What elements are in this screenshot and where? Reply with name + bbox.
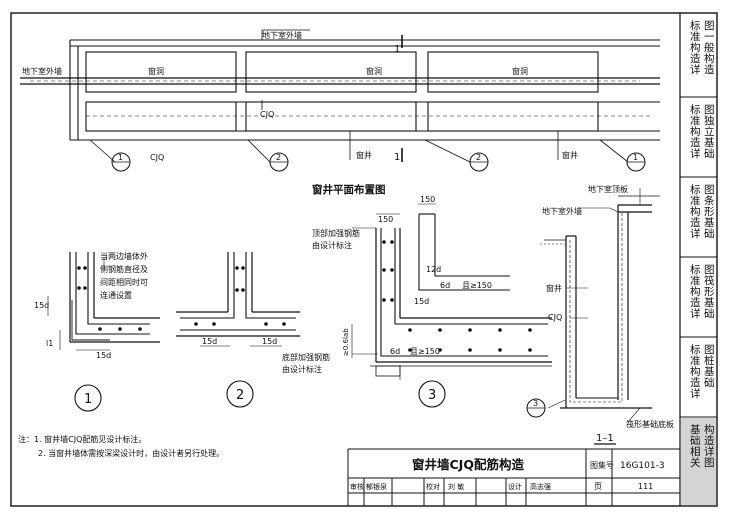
detail-2-drawing xyxy=(176,252,300,408)
section-1-1-drawing xyxy=(526,188,660,445)
plan-label-opening-1: 窗洞 xyxy=(148,66,164,76)
detail-3-top-rebar-1: 顶部加强钢筋 xyxy=(312,228,360,238)
design-name: 高志强 xyxy=(530,482,551,491)
detail-1-labels: 当两边墙体外 侧钢筋直径及 间距相同时可 连通设置 15d l1 15d 1 xyxy=(34,251,148,407)
detail-3-dim-6d-bottom: 6d xyxy=(390,347,400,356)
section-label-raft: 筏形基础底板 xyxy=(626,419,674,429)
detail-3-dim-ge150-top: 且≥150 xyxy=(462,281,492,290)
side-tab-3[interactable]: 标准构造详图条形基础 xyxy=(690,184,715,240)
callout-2a: 2 xyxy=(276,153,281,162)
detail-2-number: 2 xyxy=(236,388,244,403)
detail-3-top-rebar-2: 由设计标注 xyxy=(312,240,352,250)
plan-title: 窗井平面布置图 xyxy=(312,183,386,196)
detail-1-note-line-1: 当两边墙体外 xyxy=(100,251,148,261)
side-tab-1[interactable]: 标准构造详图一般构造 xyxy=(690,20,715,76)
drawing-title: 窗井墙CJQ配筋构造 xyxy=(412,457,524,472)
detail-3-dim-15d-top: 15d xyxy=(414,297,429,306)
detail-2-labels: 15d 15d 2 xyxy=(202,337,277,403)
atlas-number-label: 图集号 xyxy=(590,460,614,470)
detail-1-number: 1 xyxy=(84,392,92,407)
detail-1-note-line-4: 连通设置 xyxy=(100,290,132,300)
callout-1b: 1 xyxy=(633,153,638,162)
plan-label-opening-2: 窗洞 xyxy=(366,66,382,76)
note-line-2: 2. 当窗井墙体需按深梁设计时，由设计者另行处理。 xyxy=(38,449,225,458)
plan-label-cjq-1: CJQ xyxy=(260,110,274,119)
callout-1: 1 xyxy=(118,153,123,162)
detail-1-dots xyxy=(77,266,142,331)
detail-1-note-line-2: 侧钢筋直径及 xyxy=(100,264,148,274)
page-label: 页 xyxy=(594,482,602,491)
review-name: 郁银泉 xyxy=(366,482,387,491)
detail-1-dim-15d-horiz: 15d xyxy=(96,351,111,360)
detail-3-drawing xyxy=(351,203,552,408)
proofread-name: 刘 敏 xyxy=(448,482,464,491)
section-label-top-slab: 地下室顶板 xyxy=(588,184,628,194)
detail-2-dim-15d-left: 15d xyxy=(202,337,217,346)
section-mark-top: 1 xyxy=(394,44,400,55)
section-mark-bottom: 1 xyxy=(394,152,400,163)
section-label-window-well: 窗井 xyxy=(546,283,562,293)
section-1-1-labels: 地下室顶板 地下室外墙 窗井 CJQ 筏形基础底板 3 1–1 xyxy=(533,184,674,444)
title-block-frame xyxy=(347,448,680,506)
plan-label-outer-wall-top: 地下室外墙 xyxy=(262,30,302,40)
detail-2-dim-15d-right: 15d xyxy=(262,337,277,346)
side-tab-5[interactable]: 标准构造详图桩基础 xyxy=(690,344,715,400)
atlas-number: 16G101-3 xyxy=(620,461,665,471)
plan-label-cjq-2: CJQ xyxy=(150,153,164,162)
proofread-label: 校对 xyxy=(426,482,440,491)
side-tab-2[interactable]: 标准构造详图独立基础 xyxy=(690,104,715,160)
detail-3-bottom-rebar-1: 底部加强钢筋 xyxy=(282,352,330,362)
section-label-outer-wall: 地下室外墙 xyxy=(542,206,582,216)
detail-1-drawing xyxy=(47,252,160,412)
plan-label-window-well-2: 窗井 xyxy=(562,150,578,160)
detail-1-dim-15d-vert: 15d xyxy=(34,301,49,310)
title-block-text: 窗井墙CJQ配筋构造 图集号 16G101-3 审核 郁银泉 校对 刘 敏 设计… xyxy=(350,457,665,491)
side-tab-active-bg xyxy=(681,418,716,505)
detail-3-dim-6d-top: 6d xyxy=(440,281,450,290)
detail-3-number: 3 xyxy=(428,388,436,403)
section-label-cjq: CJQ xyxy=(548,313,562,322)
detail-1-dim-l1: l1 xyxy=(46,339,53,348)
detail-3-dots xyxy=(382,240,532,352)
side-tab-4[interactable]: 标准构造详图筏形基础 xyxy=(690,264,715,320)
detail-3-dim-150-left: 150 xyxy=(378,215,393,224)
detail-3-dim-lab: ≥0.6lab xyxy=(342,328,350,356)
detail-2-dots xyxy=(194,266,286,326)
detail-3-labels: 顶部加强钢筋 由设计标注 底部加强钢筋 由设计标注 150 150 12d 6d… xyxy=(282,195,492,403)
plan-label-window-well-1: 窗井 xyxy=(356,150,372,160)
side-tab-6[interactable]: 基础相关构造详图 xyxy=(690,423,715,469)
plan-label-opening-3: 窗洞 xyxy=(512,66,528,76)
plan-labels: 地下室外墙 地下室外墙 窗洞 窗洞 窗洞 CJQ CJQ 窗井 窗井 1 1 1… xyxy=(22,30,638,196)
detail-3-dim-12d: 12d xyxy=(426,265,441,274)
side-tabs xyxy=(680,96,717,505)
detail-3-dim-ge150-bottom: 且≥150 xyxy=(410,347,440,356)
detail-1-note-line-3: 间距相同时可 xyxy=(100,277,148,287)
review-label: 审核 xyxy=(350,482,364,491)
note-line-1: 注：1. 窗井墙CJQ配筋见设计标注。 xyxy=(18,435,147,444)
page-number: 111 xyxy=(638,482,653,491)
plan-label-outer-wall-left: 地下室外墙 xyxy=(22,66,62,76)
detail-3-bottom-rebar-2: 由设计标注 xyxy=(282,364,322,374)
design-label: 设计 xyxy=(508,482,522,491)
window-well-plan xyxy=(20,29,660,172)
section-callout-3: 3 xyxy=(533,399,538,408)
callout-2b: 2 xyxy=(476,153,481,162)
side-tab-text-layer: 标准构造详图一般构造标准构造详图独立基础标准构造详图条形基础标准构造详图筏形基础… xyxy=(690,20,715,469)
detail-3-dim-150-top: 150 xyxy=(420,195,435,204)
section-title: 1–1 xyxy=(596,433,614,444)
